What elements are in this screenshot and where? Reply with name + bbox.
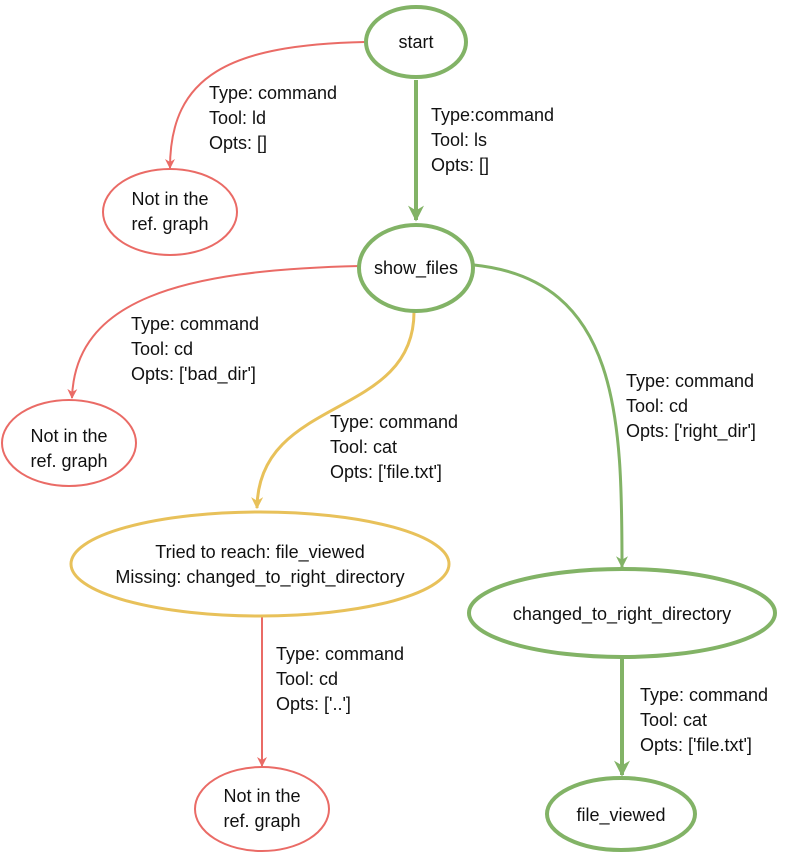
node-not-in-graph-2-line1: Not in the [30,426,107,446]
edge-label-type: Type: command [209,83,337,103]
node-file-viewed-label: file_viewed [576,805,665,826]
node-start-label: start [398,32,433,52]
edge-label-opts: Opts: ['..'] [276,694,351,714]
node-start[interactable]: start [364,5,468,79]
edge-label-start-to-show-files: Type:command Tool: ls Opts: [] [431,105,554,175]
node-not-in-graph-1-line2: ref. graph [131,214,208,234]
edge-label-tool: Tool: cd [276,669,338,689]
edge-label-type: Type: command [330,412,458,432]
edge-show-files-to-tried [251,311,416,510]
node-changed-label: changed_to_right_directory [513,604,731,625]
node-not-in-graph-1-line1: Not in the [131,189,208,209]
node-tried-line2: Missing: changed_to_right_directory [115,567,404,588]
node-show-files-label: show_files [374,258,458,279]
edge-label-type: Type: command [131,314,259,334]
edge-label-opts: Opts: ['file.txt'] [330,462,442,482]
edge-label-tool: Tool: cd [131,339,193,359]
edge-label-type: Type: command [640,685,768,705]
node-file-viewed[interactable]: file_viewed [545,776,697,852]
edge-label-type: Type: command [276,644,404,664]
edge-show-files-to-not-in-graph [67,265,361,399]
edge-label-opts: Opts: [] [209,133,267,153]
node-not-in-graph-1[interactable]: Not in the ref. graph [102,168,238,256]
node-not-in-graph-3-line1: Not in the [223,786,300,806]
edge-label-show-files-to-changed: Type: command Tool: cd Opts: ['right_dir… [626,371,756,442]
edge-label-opts: Opts: ['file.txt'] [640,735,752,755]
edge-label-show-files-to-tried: Type: command Tool: cat Opts: ['file.txt… [330,412,458,482]
node-not-in-graph-2[interactable]: Not in the ref. graph [1,399,137,487]
edge-label-opts: Opts: ['bad_dir'] [131,364,256,385]
edge-label-type: Type:command [431,105,554,125]
node-tried-line1: Tried to reach: file_viewed [155,542,364,563]
edge-label-tool: Tool: ls [431,130,487,150]
edge-label-opts: Opts: [] [431,155,489,175]
edge-label-show-files-to-not-in-graph: Type: command Tool: cd Opts: ['bad_dir'] [131,314,259,385]
edge-show-files-to-changed [473,263,628,569]
edge-label-tool: Tool: ld [209,108,266,128]
node-tried-to-reach[interactable]: Tried to reach: file_viewed Missing: cha… [69,510,451,618]
edge-start-to-not-in-graph [165,41,366,169]
edge-label-type: Type: command [626,371,754,391]
edge-label-tried-to-not-in-graph: Type: command Tool: cd Opts: ['..'] [276,644,404,714]
edge-label-opts: Opts: ['right_dir'] [626,421,756,442]
edge-label-start-to-not-in-graph: Type: command Tool: ld Opts: [] [209,83,337,153]
edge-label-tool: Tool: cd [626,396,688,416]
node-not-in-graph-3[interactable]: Not in the ref. graph [194,766,330,852]
edge-label-tool: Tool: cat [640,710,707,730]
node-not-in-graph-3-line2: ref. graph [223,811,300,831]
node-not-in-graph-2-line2: ref. graph [30,451,107,471]
edge-label-changed-to-file-viewed: Type: command Tool: cat Opts: ['file.txt… [640,685,768,755]
node-show-files[interactable]: show_files [357,223,475,313]
edge-label-tool: Tool: cat [330,437,397,457]
node-changed-to-right-directory[interactable]: changed_to_right_directory [467,567,777,659]
